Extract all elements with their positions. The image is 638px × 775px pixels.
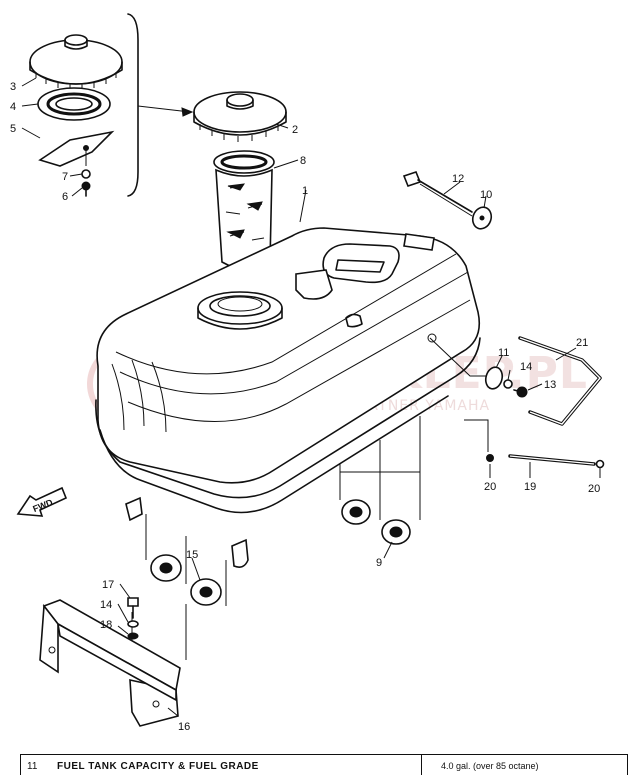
callout-5: 5 [10, 123, 16, 135]
alt-cap-arrowhead [181, 107, 194, 117]
washer-14-lower [127, 620, 139, 628]
spacer-18 [127, 632, 139, 640]
callout-3: 3 [10, 81, 16, 93]
spec-item-number: 11 [27, 761, 38, 772]
callout-20-left: 20 [484, 481, 496, 493]
alt-cap-arrow-line [137, 105, 191, 113]
spec-table-row: 11 FUEL TANK CAPACITY & FUEL GRADE 4.0 g… [20, 754, 628, 775]
callout-9: 9 [376, 557, 382, 569]
damper-15-b [190, 578, 222, 606]
bracket-base-16 [39, 599, 181, 727]
callout-7: 7 [62, 171, 68, 183]
callout-labels: 3 4 5 7 6 2 8 1 12 10 21 11 14 13 20 19 … [10, 81, 600, 733]
callout-2: 2 [292, 124, 298, 136]
bolt-13 [513, 386, 528, 398]
clip-20-right [595, 459, 605, 469]
washer-14-upper [503, 379, 513, 389]
fuel-cap [193, 91, 287, 142]
damper-9-b [381, 519, 411, 545]
spec-divider [421, 755, 422, 775]
callout-11: 11 [498, 347, 509, 359]
callout-6: 6 [62, 191, 68, 203]
callout-21: 21 [576, 337, 588, 349]
callout-10: 10 [480, 189, 492, 201]
callout-19: 19 [524, 481, 536, 493]
alt-cap-bracket [127, 13, 139, 197]
spec-label: FUEL TANK CAPACITY & FUEL GRADE [57, 761, 259, 772]
callout-17: 17 [102, 579, 114, 591]
leader-lines-bottom [117, 181, 601, 717]
callout-18: 18 [100, 619, 112, 631]
bolt-12 [402, 171, 473, 217]
fwd-arrow: FWD [16, 486, 68, 517]
bolt-17 [127, 597, 139, 619]
cap-gasket [37, 87, 111, 121]
washer-7 [81, 169, 91, 179]
callout-1: 1 [302, 185, 308, 197]
alt-fuel-cap [29, 34, 123, 90]
callout-15: 15 [186, 549, 198, 561]
cushion-10 [471, 206, 493, 230]
callout-14-upper: 14 [520, 361, 532, 373]
fuel-tank [95, 227, 481, 568]
callout-13: 13 [544, 379, 556, 391]
spec-value: 4.0 gal. (over 85 octane) [441, 761, 539, 771]
damper-9-a [341, 499, 371, 525]
assembly-guide-lines [131, 337, 489, 660]
clip-20-left [486, 454, 494, 462]
callout-14-lower: 14 [100, 599, 112, 611]
damper-15-a [150, 554, 182, 582]
screw-6 [81, 181, 91, 197]
callout-16: 16 [178, 721, 190, 733]
callout-4: 4 [10, 101, 16, 113]
callout-12: 12 [452, 173, 464, 185]
callout-20-right: 20 [588, 483, 600, 495]
callout-8: 8 [300, 155, 306, 167]
pin-19 [508, 454, 596, 466]
cap-retainer-plate [38, 130, 115, 167]
tank-bracket-21 [518, 336, 602, 426]
